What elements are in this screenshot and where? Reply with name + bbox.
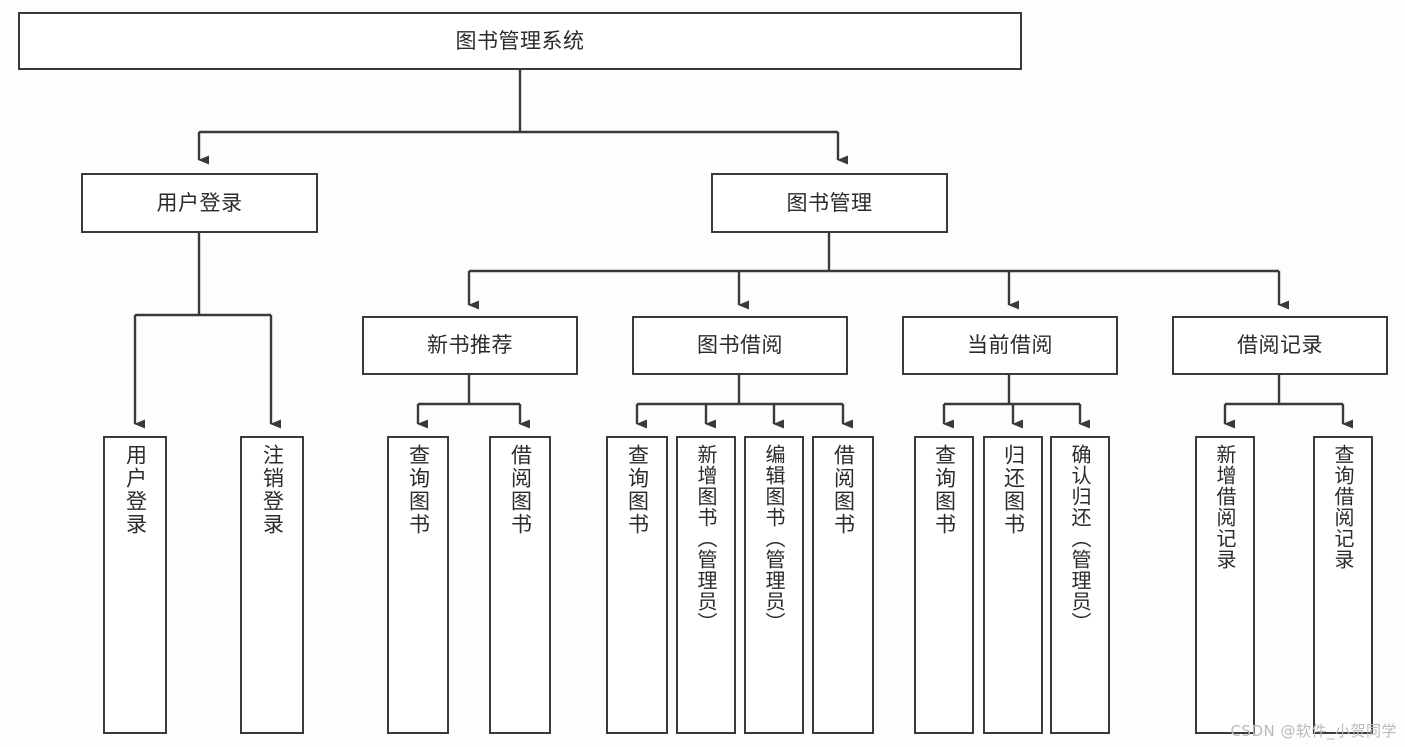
node-label: 图书管理 [786,190,873,215]
leaf-recommend-query-book[interactable]: 查询图书 [387,436,449,734]
leaf-borrow-add-book[interactable]: 新增图书（管理员） [676,436,736,734]
node-label: 当前借阅 [967,333,1053,358]
node-label: 借阅记录 [1237,333,1323,358]
node-root-system[interactable]: 图书管理系统 [18,12,1022,70]
node-label: 编辑图书（管理员） [762,444,786,633]
node-label: 归还图书 [1001,444,1026,536]
node-label: 注销登录 [260,444,285,536]
leaf-records-add-record[interactable]: 新增借阅记录 [1195,436,1255,734]
node-label: 用户登录 [156,190,243,215]
watermark: CSDN @软件_小贺同学 [1230,722,1397,740]
leaf-records-query-record[interactable]: 查询借阅记录 [1313,436,1373,734]
node-label: 借阅图书 [831,444,856,536]
leaf-borrow-edit-book[interactable]: 编辑图书（管理员） [744,436,804,734]
node-label: 新书推荐 [427,333,513,358]
node-label: 图书借阅 [697,333,783,358]
node-borrow-records[interactable]: 借阅记录 [1172,316,1388,375]
node-label: 查询图书 [625,444,650,536]
leaf-current-confirm-return[interactable]: 确认归还（管理员） [1050,436,1110,734]
node-label: 用户登录 [123,444,148,536]
node-current-borrow[interactable]: 当前借阅 [902,316,1118,375]
node-book-borrow[interactable]: 图书借阅 [632,316,848,375]
leaf-current-query-book[interactable]: 查询图书 [914,436,974,734]
leaf-borrow-query-book[interactable]: 查询图书 [606,436,668,734]
leaf-user-login-logout[interactable]: 注销登录 [240,436,304,734]
node-book-management[interactable]: 图书管理 [711,173,948,233]
node-label: 新增图书（管理员） [694,444,718,633]
node-label: 查询借阅记录 [1331,444,1355,570]
node-label: 查询图书 [932,444,957,536]
node-label: 借阅图书 [508,444,533,536]
node-new-book-recommend[interactable]: 新书推荐 [362,316,578,375]
node-label: 图书管理系统 [455,28,585,53]
leaf-recommend-borrow-book[interactable]: 借阅图书 [489,436,551,734]
node-label: 查询图书 [406,444,431,536]
node-user-login[interactable]: 用户登录 [81,173,318,233]
node-label: 新增借阅记录 [1213,444,1237,570]
node-label: 确认归还（管理员） [1068,444,1092,633]
leaf-borrow-borrow-book[interactable]: 借阅图书 [812,436,874,734]
leaf-user-login-login[interactable]: 用户登录 [103,436,167,734]
leaf-current-return-book[interactable]: 归还图书 [983,436,1043,734]
